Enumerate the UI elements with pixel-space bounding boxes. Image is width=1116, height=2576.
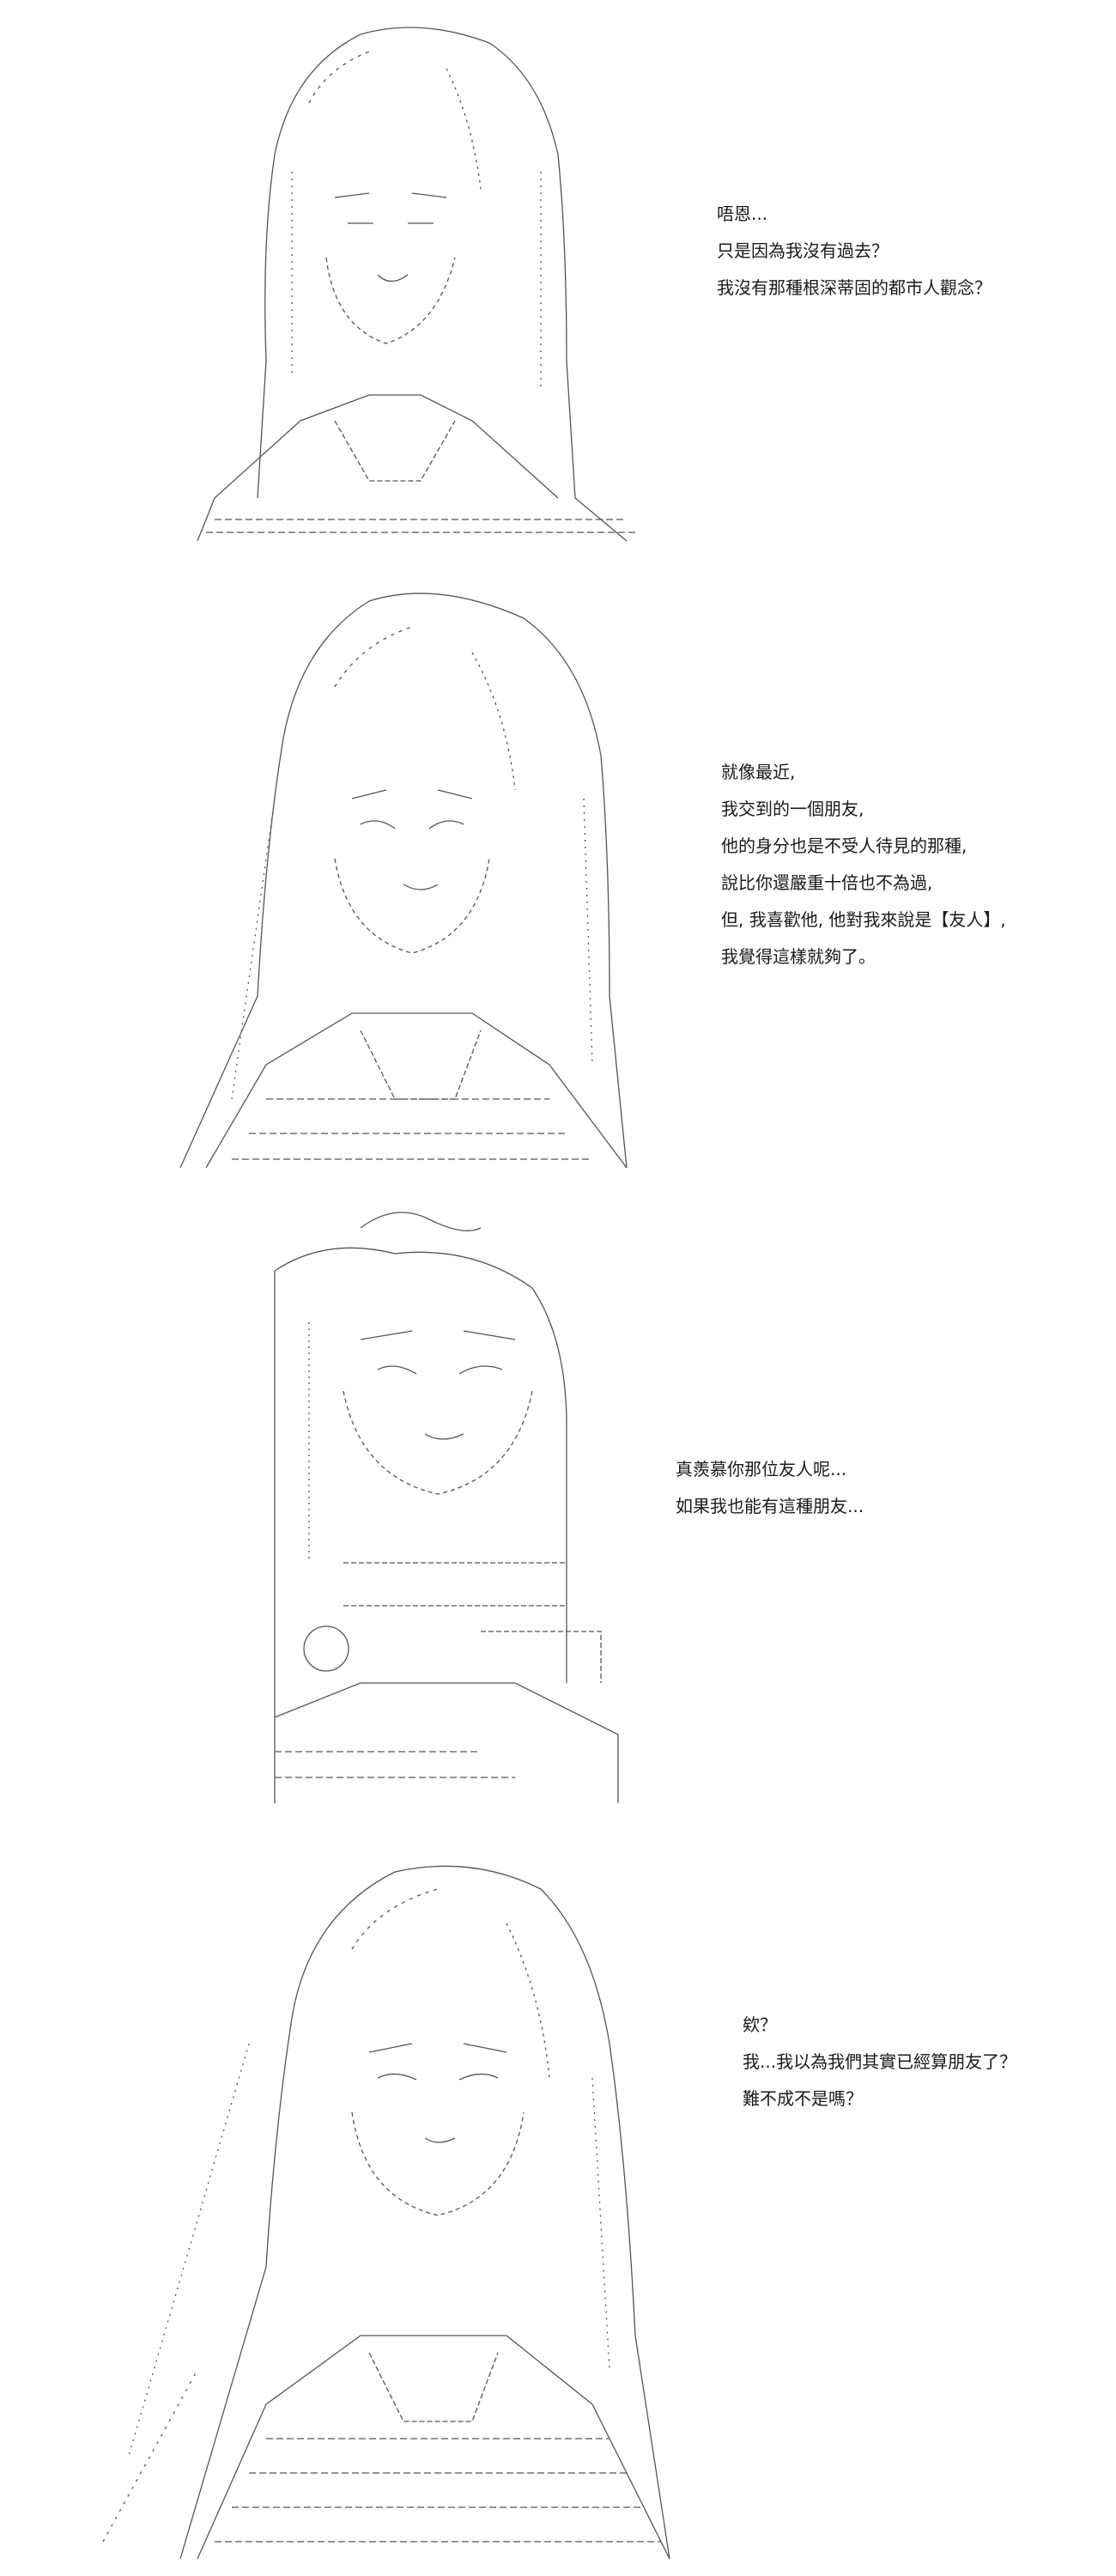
dialogue-line: 只是因為我沒有過去？ (717, 240, 889, 261)
ascii-art-character-4 (77, 1855, 695, 2567)
dialogue-line: 如果我也能有這種朋友... (676, 1496, 864, 1516)
panel-2: 就像最近, 我交到的一個朋友, 他的身分也是不受人待見的那種, 說比你還嚴重十倍… (0, 567, 1116, 1194)
dialogue-box-3: 真羨慕你那位友人呢... 如果我也能有這種朋友... (676, 1451, 864, 1525)
panel-1: 唔恩... 只是因為我沒有過去？ 我沒有那種根深蒂固的都市人觀念？ (0, 0, 1116, 550)
dialogue-line: 他的身分也是不受人待見的那種, (721, 835, 967, 856)
dialogue-box-1: 唔恩... 只是因為我沒有過去？ 我沒有那種根深蒂固的都市人觀念？ (717, 196, 992, 307)
dialogue-line: 欸？ (743, 2014, 777, 2035)
dialogue-line: 但, 我喜歡他, 他對我來說是【友人】, (721, 909, 1006, 930)
dialogue-line: 唔恩... (717, 204, 768, 224)
dialogue-line: 我沒有那種根深蒂固的都市人觀念？ (717, 277, 992, 298)
dialogue-line: 我交到的一個朋友, (721, 799, 864, 819)
dialogue-box-2: 就像最近, 我交到的一個朋友, 他的身分也是不受人待見的那種, 說比你還嚴重十倍… (721, 754, 1006, 975)
dialogue-line: 真羨慕你那位友人呢... (676, 1459, 847, 1479)
dialogue-line: 說比你還嚴重十倍也不為過, (721, 872, 933, 893)
ascii-art-character-1 (163, 17, 678, 541)
dialogue-line: 我覺得這樣就夠了。 (721, 946, 876, 967)
ascii-art-character-3 (258, 1202, 635, 1812)
dialogue-line: 我...我以為我們其實已經算朋友了？ (743, 2051, 1017, 2072)
dialogue-box-4: 欸？ 我...我以為我們其實已經算朋友了？ 難不成不是嗎？ (743, 2007, 1016, 2117)
panel-3: 真羨慕你那位友人呢... 如果我也能有這種朋友... (0, 1194, 1116, 1829)
panel-4: 欸？ 我...我以為我們其實已經算朋友了？ 難不成不是嗎？ (0, 1838, 1116, 2576)
dialogue-line: 難不成不是嗎？ (743, 2088, 863, 2109)
ascii-art-character-2 (163, 584, 695, 1185)
dialogue-line: 就像最近, (721, 762, 796, 782)
